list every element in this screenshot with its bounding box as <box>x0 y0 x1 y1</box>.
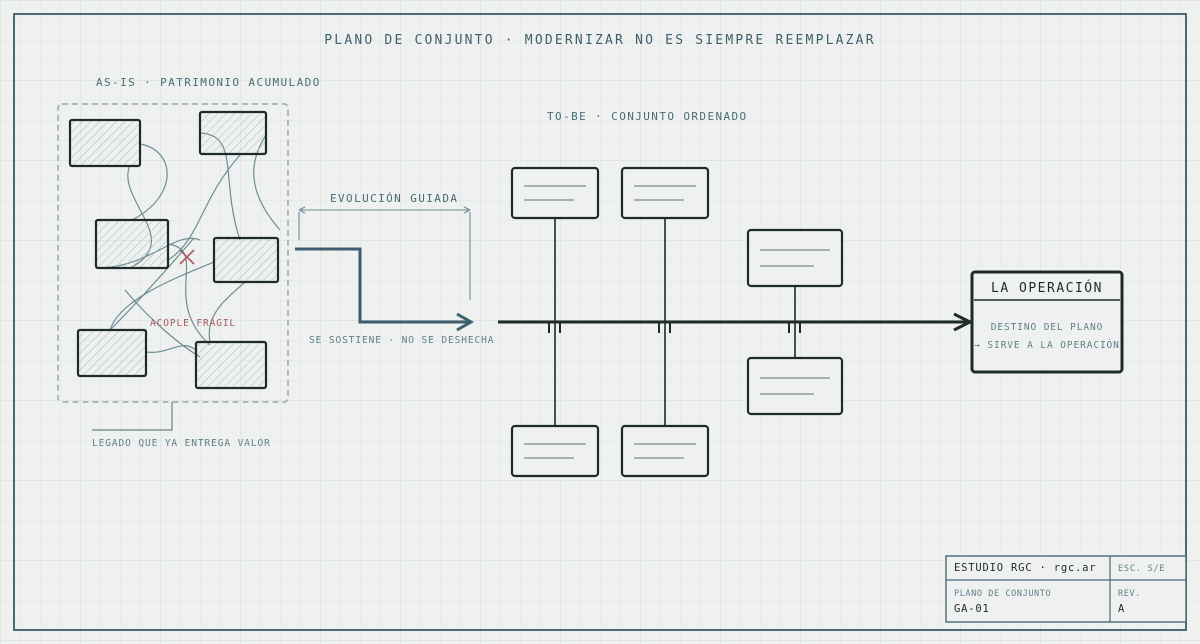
operation-action: → SIRVE A LA OPERACIÓN <box>974 339 1120 351</box>
title-block <box>945 555 1187 623</box>
plan-label: PLANO DE CONJUNTO <box>954 589 1051 599</box>
legacy-module-5 <box>76 328 148 378</box>
to-be-label: TO-BE · CONJUNTO ORDENADO <box>547 110 748 123</box>
plan-title: PLANO DE CONJUNTO · MODERNIZAR NO ES SIE… <box>324 33 875 48</box>
legacy-module-1 <box>68 118 142 168</box>
legacy-module-3 <box>94 218 170 270</box>
plan-code: GA-01 <box>954 603 990 615</box>
legacy-module-6 <box>194 340 268 390</box>
ordered-module-6 <box>620 424 710 478</box>
evolution-dimension-line <box>298 206 471 300</box>
ordered-module-2 <box>620 166 710 220</box>
legacy-module-4 <box>212 236 280 284</box>
legacy-modules <box>68 110 280 390</box>
ordered-module-5 <box>510 424 600 478</box>
as-is-label: AS-IS · PATRIMONIO ACUMULADO <box>96 76 321 89</box>
junction-ticks <box>548 322 801 333</box>
sheet-frame <box>13 13 1187 631</box>
studio-name: ESTUDIO RGC · rgc.ar <box>954 562 1096 574</box>
ordered-module-1 <box>510 166 600 220</box>
ordered-module-4 <box>746 356 844 416</box>
as-is-boundary <box>57 103 289 403</box>
rev-value: A <box>1118 603 1125 615</box>
scale-label: ESC. S/E <box>1118 564 1165 574</box>
ordered-modules <box>510 166 844 478</box>
ordered-module-3 <box>746 228 844 288</box>
operation-subtitle: DESTINO DEL PLANO <box>991 322 1104 333</box>
fragile-coupling-label: ACOPLE FRÁGIL <box>150 317 236 329</box>
operation-title: LA OPERACIÓN <box>991 280 1103 296</box>
evolution-arrowhead-icon <box>456 312 475 332</box>
legacy-leader-line <box>92 402 173 431</box>
rev-label: REV. <box>1118 589 1141 599</box>
evolution-path <box>295 247 470 324</box>
evolution-note: SE SOSTIENE · NO SE DESHECHA <box>309 335 494 346</box>
legacy-note: LEGADO QUE YA ENTREGA VALOR <box>92 438 271 449</box>
evolution-label: EVOLUCIÓN GUIADA <box>330 192 458 205</box>
operation-box <box>970 270 1124 374</box>
legacy-module-2 <box>198 110 268 156</box>
bus-arrowhead-icon <box>953 312 974 332</box>
fragile-x-icon <box>179 249 195 265</box>
